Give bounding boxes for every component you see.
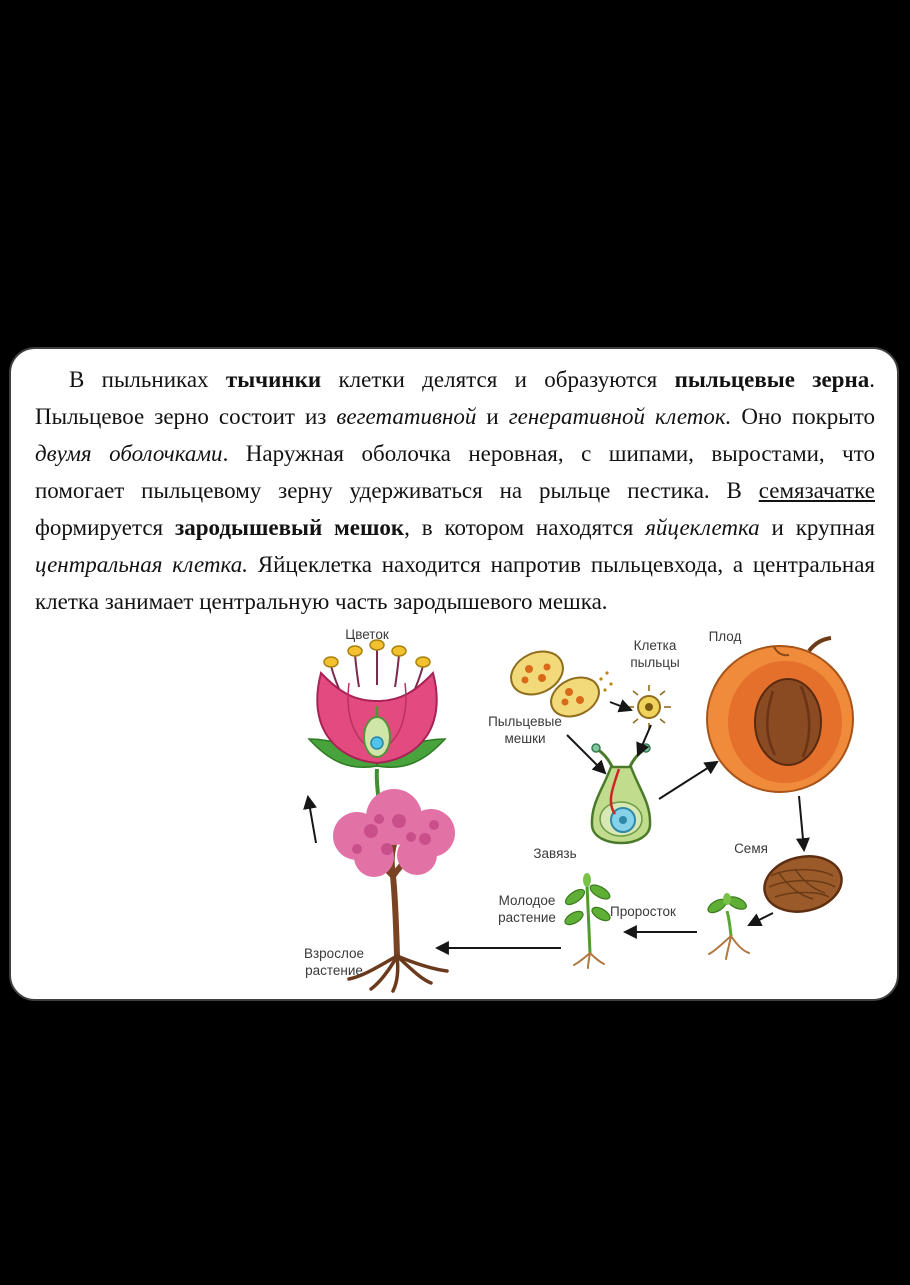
text-run: генеративной клеток. bbox=[508, 404, 732, 429]
label-pollen-cell: Клетка пыльцы bbox=[619, 637, 691, 671]
seed-illustration bbox=[763, 855, 843, 913]
label-line: Взрослое bbox=[303, 946, 364, 961]
text-run: . Наружная оболочка неровная, с шипами, … bbox=[35, 441, 875, 503]
label-young-plant: Молодое растение bbox=[485, 892, 569, 926]
text-run: пыльцевые зерна bbox=[674, 367, 870, 392]
text-run: яйцеклетка bbox=[645, 515, 760, 540]
text-run: двумя оболочками bbox=[35, 441, 223, 466]
arrow-pollen-cell-to-ovary bbox=[636, 724, 652, 757]
text-run: клетки делятся и образуются bbox=[321, 367, 675, 392]
text-run: формируется bbox=[35, 515, 176, 540]
text-run: . Пыльцевое зерно состоит из bbox=[35, 367, 875, 429]
text-run: Оно покрыто bbox=[731, 404, 876, 429]
content-card: В пыльниках тычинки клетки делятся и обр… bbox=[9, 347, 899, 1001]
text-run: зародышевый мешок bbox=[175, 515, 405, 540]
label-line: Пыльцевые bbox=[488, 714, 562, 729]
label-seed: Семя bbox=[734, 841, 768, 856]
label-line: растение bbox=[305, 963, 363, 978]
arrow-seed-to-seedling bbox=[747, 912, 774, 926]
text-run: В пыльниках bbox=[69, 367, 226, 392]
arrow-ovary-to-fruit bbox=[658, 760, 719, 800]
arrow-sacs-to-pollen-cell bbox=[609, 699, 633, 713]
label-fruit: Плод bbox=[708, 629, 742, 644]
text-run: вегетативной bbox=[336, 404, 477, 429]
label-flower: Цветок bbox=[345, 627, 389, 642]
young-plant-illustration bbox=[564, 873, 611, 969]
pollen-cell-illustration bbox=[627, 685, 671, 729]
label-line: Молодое bbox=[498, 893, 556, 908]
label-line: пыльцы bbox=[630, 655, 680, 670]
arrow-fruit-to-seed bbox=[795, 795, 810, 853]
label-line: мешки bbox=[504, 731, 546, 746]
ovary-illustration bbox=[590, 743, 652, 845]
label-seedling: Проросток bbox=[610, 904, 676, 919]
adult-tree-illustration bbox=[333, 789, 455, 993]
label-line: растение bbox=[498, 910, 556, 925]
text-run: и bbox=[476, 404, 509, 429]
text-run: тычинки bbox=[225, 367, 322, 392]
text-run: и крупная bbox=[759, 515, 876, 540]
text-run: Яйцеклетка находится напротив пыльцевход… bbox=[35, 552, 876, 614]
label-ovary: Завязь bbox=[533, 846, 577, 861]
cycle-arrows bbox=[303, 699, 810, 955]
label-line: Клетка bbox=[633, 638, 677, 653]
arrow-tree-to-flower bbox=[303, 794, 317, 844]
arrow-sacs-to-ovary bbox=[566, 734, 607, 775]
text-run: семязачатке bbox=[758, 478, 875, 503]
life-cycle-diagram: Цветок Клетка пыльцы Плод Пыльцевые мешк… bbox=[279, 621, 896, 997]
fruit-illustration bbox=[706, 636, 854, 793]
text-run: центральная клетка. bbox=[35, 552, 248, 577]
life-cycle-illustration bbox=[303, 636, 854, 993]
pollen-sacs-illustration bbox=[510, 650, 613, 718]
flower-illustration bbox=[307, 639, 447, 804]
text-run: , в котором находятся bbox=[404, 515, 646, 540]
body-paragraph: В пыльниках тычинки клетки делятся и обр… bbox=[35, 361, 875, 620]
label-pollen-sacs: Пыльцевые мешки bbox=[475, 713, 575, 747]
label-adult-plant: Взрослое растение bbox=[285, 945, 383, 979]
seedling-illustration bbox=[707, 893, 750, 960]
